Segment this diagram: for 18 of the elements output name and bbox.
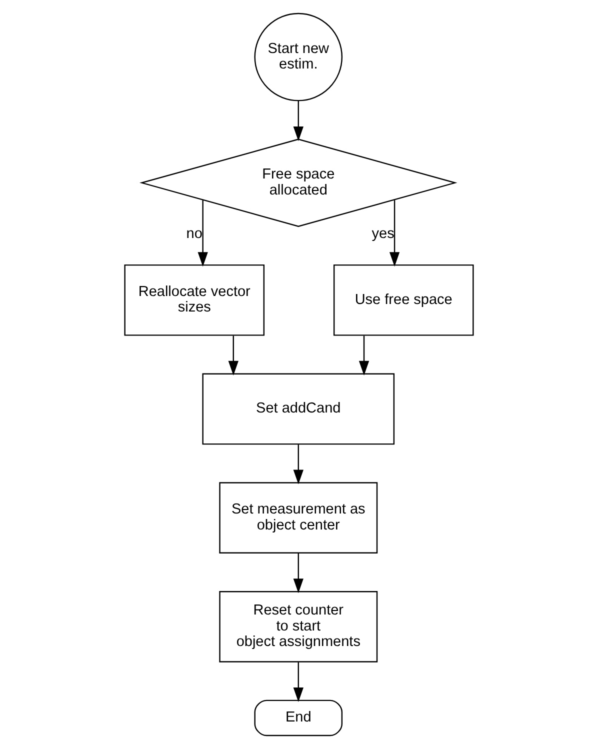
node-box: End (254, 700, 343, 736)
node-box: Set measurement as object center (219, 482, 378, 554)
node-box: Use free space (333, 264, 474, 336)
node-circle: Start new estim. (254, 12, 343, 102)
arrow (293, 100, 304, 142)
arrow (198, 200, 208, 267)
arrow (389, 200, 400, 267)
edge-label: no (186, 226, 202, 242)
edge-label: yes (372, 226, 394, 242)
arrow (293, 444, 304, 484)
arrow (228, 336, 238, 376)
arrow (293, 662, 304, 702)
node-box: Reset counter to start object assignments (219, 591, 378, 662)
arrow (358, 336, 370, 376)
arrow (293, 553, 304, 594)
node-box: Reallocate vector sizes (124, 264, 265, 336)
node-box: Set addCand (202, 373, 395, 445)
node-diamond: Free space allocated (140, 138, 458, 227)
